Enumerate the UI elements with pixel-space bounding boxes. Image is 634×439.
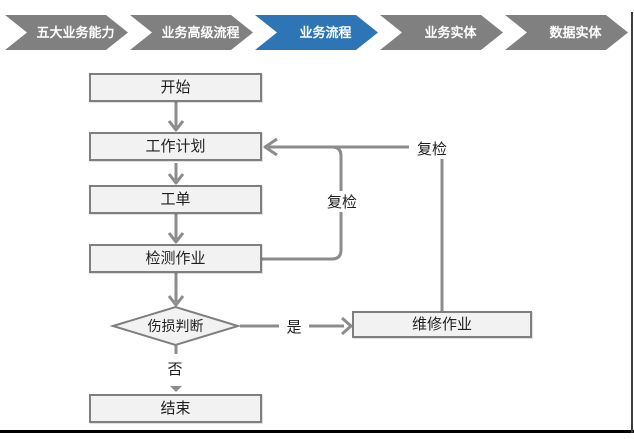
arrowhead-down-icon [167, 295, 185, 307]
edge-label-no: 否 [160, 358, 190, 379]
edge-label-yes: 是 [279, 316, 309, 337]
arrowhead-left-icon [263, 137, 278, 157]
node-end: 结束 [89, 394, 262, 423]
decision-diamond-shape [109, 305, 242, 347]
edge-label-recheck-inner: 复检 [319, 191, 365, 212]
arrowhead-down-icon [167, 232, 185, 244]
arrowhead-small-down-icon [170, 386, 182, 392]
node-damage-judgment: 伤损判断 [147, 318, 204, 334]
arrowhead-down-icon [167, 173, 185, 185]
page-edge-right-line [631, 12, 633, 433]
edge-label-recheck-outer: 复检 [409, 138, 455, 159]
node-work-order: 工单 [89, 185, 262, 214]
node-repair-job: 维修作业 [352, 311, 532, 338]
arrowhead-down-icon [167, 120, 185, 132]
page-edge-bottom-line [0, 430, 634, 433]
node-work-plan: 工作计划 [89, 132, 262, 161]
breadcrumb-step-data-entity[interactable]: 数据实体 [505, 15, 628, 50]
arrowhead-right-icon [341, 316, 353, 336]
node-inspection-job: 检测作业 [89, 244, 262, 273]
node-start: 开始 [89, 73, 262, 102]
edge-recheck-outer [268, 145, 444, 311]
